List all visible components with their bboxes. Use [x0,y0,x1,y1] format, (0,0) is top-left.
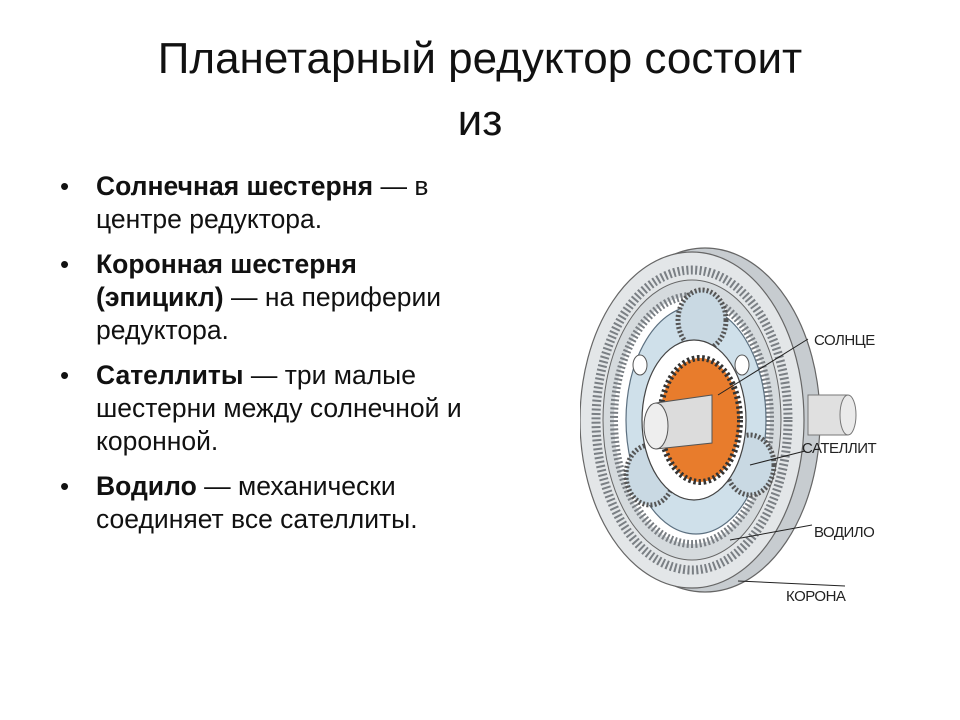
bullet-desc: — три малые шестерни между солнечной и к… [96,360,462,456]
bullet-sun-gear: Солнечная шестерня — в центре редуктора. [60,170,470,236]
leader-line-carrier [729,524,813,541]
title-line-2: из [457,96,503,145]
bullet-term: Солнечная шестерня [96,171,374,201]
bullet-term: Водило [96,471,197,501]
bullet-term: Коронная шестерня (эпицикл) [96,249,357,312]
bullet-carrier: Водило — механически соединяет все сател… [60,470,470,536]
leader-line-crown [737,580,846,587]
bullet-desc: — в центре редуктора. [96,171,429,234]
bullet-term: Сателлиты [96,360,244,390]
leader-line-satellite [749,450,806,466]
label-sun: СОЛНЦЕ [814,332,875,349]
rear-shaft-end [839,394,857,436]
label-crown: КОРОНА [786,588,846,605]
label-carrier: ВОДИЛО [814,524,874,541]
bullet-crown-gear: Коронная шестерня (эпицикл) — на перифер… [60,248,470,347]
carrier-hole [734,354,750,376]
satellite-gear [675,287,729,353]
shaft-end [643,402,669,450]
label-satellite: САТЕЛЛИТ [802,440,876,457]
bullet-desc: — на периферии редуктора. [96,282,442,345]
slide-title: Планетарный редуктор состоит из [0,28,960,152]
bullet-list: Солнечная шестерня — в центре редуктора.… [60,170,470,548]
carrier-hole [632,354,648,376]
leader-line-sun [717,338,809,396]
title-line-1: Планетарный редуктор состоит [157,34,803,83]
bullet-desc: — механически соединяет все сателлиты. [96,471,418,534]
planetary-gear-diagram: СОЛНЦЕ САТЕЛЛИТ ВОДИЛО КОРОНА [580,247,877,605]
bullet-satellites: Сателлиты — три малые шестерни между сол… [60,359,470,458]
ring-gear-outer-teeth [591,265,793,575]
